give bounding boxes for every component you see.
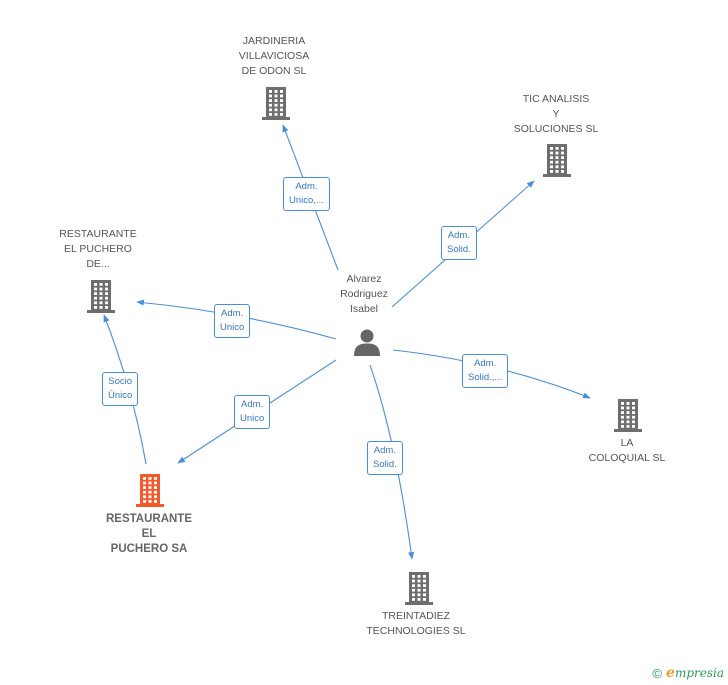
company-name-line: DE ODON SL <box>241 65 307 77</box>
copyright-symbol: © <box>652 665 663 681</box>
relation-text-line: Solid. <box>447 244 471 255</box>
brand-logo: empresia <box>666 665 724 681</box>
relation-label-to-restaurante-de[interactable]: Adm. Unico <box>214 304 251 338</box>
company-name-line: JARDINERIA <box>242 35 306 47</box>
person-name-line: Rodriguez <box>340 288 388 300</box>
company-name-line: LA <box>620 437 634 449</box>
company-name-line: PUCHERO SA <box>110 543 188 555</box>
company-label-tic[interactable]: TIC ANALISIS Y SOLUCIONES SL <box>504 92 608 137</box>
company-name-line: EL PUCHERO <box>64 243 132 255</box>
relation-text-line: Unico <box>240 413 265 424</box>
company-label-jardineria[interactable]: JARDINERIA VILLAVICIOSA DE ODON SL <box>229 34 319 79</box>
relation-text-line: Adm. <box>474 358 497 369</box>
relation-text-line: Unico <box>220 322 245 333</box>
company-name-line: RESTAURANTE <box>105 513 193 525</box>
company-label-puchero-sa[interactable]: RESTAURANTE EL PUCHERO SA <box>98 512 200 557</box>
relation-label-to-tic[interactable]: Adm. Solid. <box>441 226 477 260</box>
company-name-line: Y <box>552 108 560 120</box>
person-name-line: Isabel <box>349 303 379 315</box>
company-name-line: TREINTADIEZ <box>381 610 451 622</box>
relation-label-to-puchero-sa[interactable]: Adm. Unico <box>234 395 271 429</box>
company-name-line: DE... <box>86 258 110 270</box>
person-name-line: Alvarez <box>346 273 382 285</box>
company-label-treintadiez[interactable]: TREINTADIEZ TECHNOLOGIES SL <box>356 609 476 639</box>
building-icon[interactable] <box>261 86 291 120</box>
company-label-restaurante-de[interactable]: RESTAURANTE EL PUCHERO DE... <box>52 227 144 272</box>
relation-text-line: Único <box>108 390 133 401</box>
building-icon[interactable] <box>613 398 643 432</box>
company-name-line: SOLUCIONES SL <box>513 123 599 135</box>
relation-text-line: Adm. <box>447 230 470 241</box>
company-name-line: TIC ANALISIS <box>522 93 590 105</box>
person-icon[interactable] <box>352 327 382 357</box>
footer-brand[interactable]: © empresia <box>652 665 724 681</box>
relation-text-line: Adm. <box>373 445 396 456</box>
company-name-line: EL <box>141 528 157 540</box>
relation-text-line: Unico,... <box>289 195 324 206</box>
relation-text-line: Solid. <box>373 459 397 470</box>
building-icon[interactable] <box>135 473 165 507</box>
company-name-line: TECHNOLOGIES SL <box>366 625 466 637</box>
relation-text-line: Solid.,... <box>468 372 503 383</box>
relation-label-to-jardineria[interactable]: Adm. Unico,... <box>283 177 330 211</box>
relation-text-line: Adm. <box>295 181 318 192</box>
company-label-coloquial[interactable]: LA COLOQUIAL SL <box>582 436 672 466</box>
building-icon[interactable] <box>542 143 572 177</box>
building-icon[interactable] <box>86 279 116 313</box>
company-name-line: VILLAVICIOSA <box>238 50 310 62</box>
relation-text-line: Socio <box>108 376 133 387</box>
relation-label-to-treintadiez[interactable]: Adm. Solid. <box>367 441 403 475</box>
company-name-line: RESTAURANTE <box>59 228 137 240</box>
relation-text-line: Adm. <box>241 399 264 410</box>
relation-label-to-coloquial[interactable]: Adm. Solid.,... <box>462 354 509 388</box>
company-name-line: COLOQUIAL SL <box>588 452 666 464</box>
relation-text-line: Adm. <box>221 308 244 319</box>
building-icon[interactable] <box>404 571 434 605</box>
